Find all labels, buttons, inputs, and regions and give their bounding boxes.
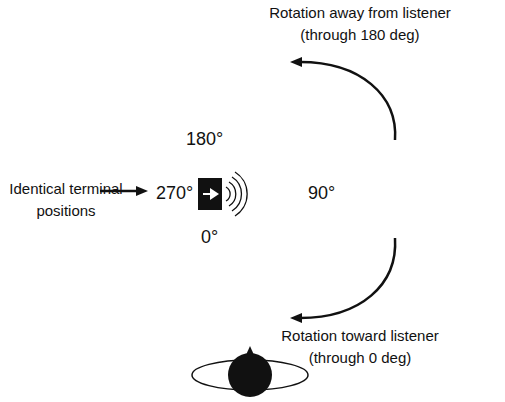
angle-label: 270° bbox=[156, 182, 200, 204]
rotation-arc-toward bbox=[300, 238, 395, 318]
angle-label: 90° bbox=[308, 182, 348, 204]
speaker-box bbox=[198, 178, 222, 210]
terminal-note: Identical terminal positions bbox=[2, 178, 130, 222]
listener-nose bbox=[246, 346, 254, 355]
angle-label: 180° bbox=[186, 128, 234, 150]
sound-waves bbox=[226, 172, 247, 216]
rotation-arc-away bbox=[300, 62, 395, 140]
rotation-note: Rotation away from listener (through 180… bbox=[262, 2, 458, 46]
rotation-note: Rotation toward listener (through 0 deg) bbox=[262, 325, 458, 369]
listener-head bbox=[228, 353, 272, 397]
speaker-arrow-head bbox=[210, 188, 219, 200]
angle-label: 0° bbox=[201, 226, 233, 248]
